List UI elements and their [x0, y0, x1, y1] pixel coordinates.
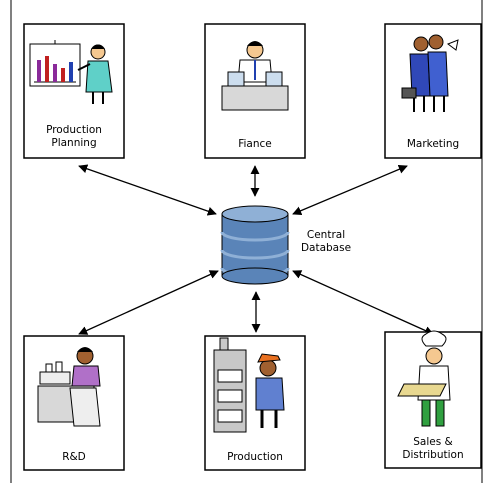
label-line: Sales &	[413, 436, 453, 448]
chef-with-tray-icon	[397, 330, 451, 427]
label-line: Planning	[51, 137, 97, 149]
label-line: Distribution	[402, 449, 464, 461]
arrow-rnd	[78, 270, 219, 335]
label-line: Production	[227, 451, 283, 463]
label-line: Marketing	[406, 138, 460, 150]
arrow-sales-distribution	[292, 270, 434, 335]
label-line: Production	[46, 124, 102, 136]
label-line: R&D	[62, 451, 86, 463]
label-line: Fiance	[238, 138, 272, 150]
businessmen-handshake-icon	[401, 34, 459, 112]
label-production-planning: Production Planning	[24, 124, 124, 150]
database-cylinder-icon	[220, 205, 290, 285]
factory-worker-with-machine-icon	[213, 337, 285, 433]
arrow-production-planning	[78, 164, 217, 216]
label-sales-distribution: Sales & Distribution	[385, 436, 481, 462]
label-marketing: Marketing	[385, 138, 481, 151]
label-rnd: R&D	[24, 451, 124, 464]
researcher-with-lab-equipment-icon	[37, 347, 101, 427]
person-at-desk-icon	[221, 41, 289, 111]
label-central-database: Central Database	[296, 229, 356, 255]
label-finance: Fiance	[205, 138, 305, 151]
presenter-with-bar-chart-icon	[29, 40, 113, 104]
arrow-marketing	[292, 164, 408, 216]
label-line: Central	[306, 229, 346, 241]
connections	[78, 164, 434, 335]
label-line: Database	[300, 242, 352, 254]
label-production: Production	[205, 451, 305, 464]
